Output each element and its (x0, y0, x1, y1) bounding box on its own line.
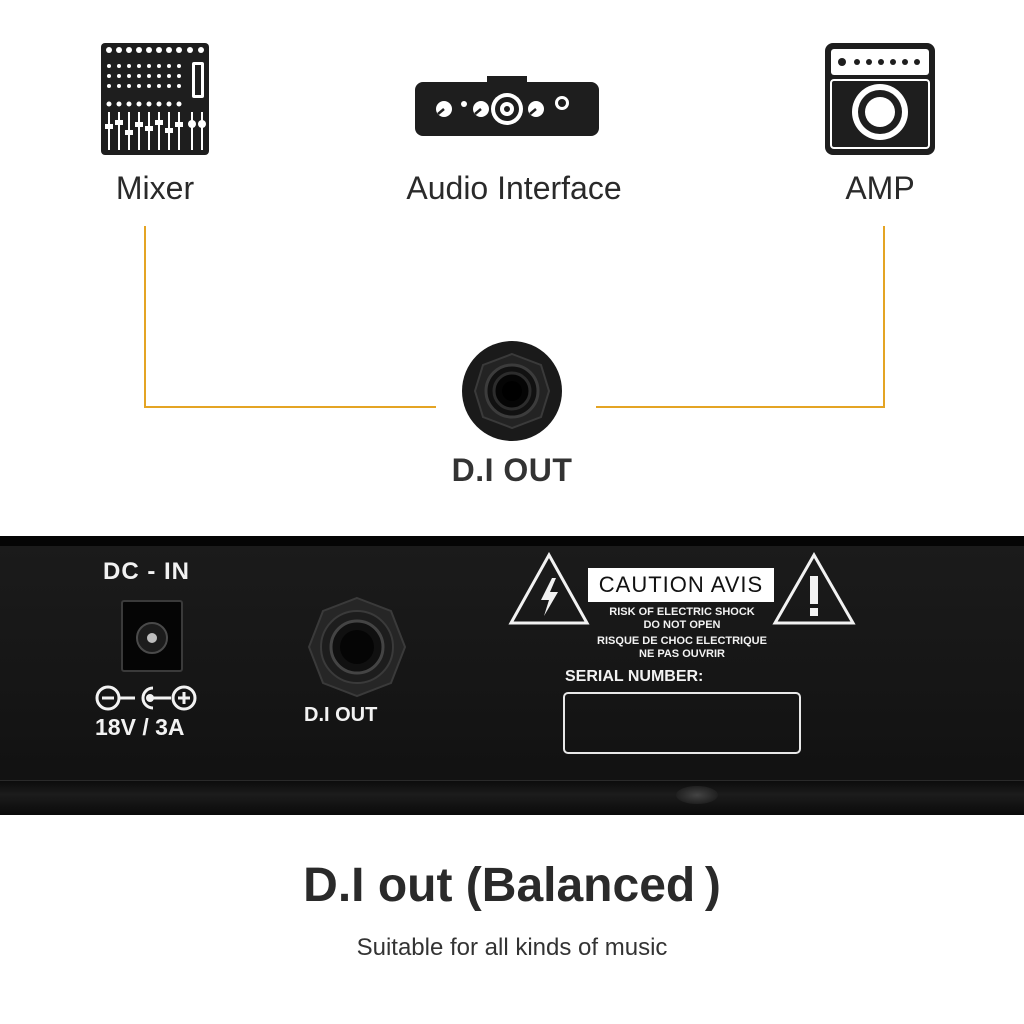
wire-amp-vertical (883, 226, 885, 408)
warning-text-fr-1: RISQUE DE CHOC ELECTRIQUE (597, 635, 767, 647)
dc-in-label: DC - IN (103, 558, 190, 585)
rear-panel: DC - IN 18V / 3A D.I OUT (0, 536, 1024, 815)
panel-di-out-label: D.I OUT (304, 704, 378, 726)
subline: Suitable for all kinds of music (356, 934, 668, 961)
quarter-inch-jack-icon (461, 340, 563, 442)
wire-mixer-horizontal (144, 406, 436, 408)
exclamation-warning-icon (772, 551, 856, 626)
wire-amp-horizontal (596, 406, 885, 408)
headline: D.I out (Balanced ) (303, 859, 721, 912)
audio-interface-label: Audio Interface (406, 170, 622, 206)
wire-mixer-vertical (144, 226, 146, 408)
panel-top-rail (0, 536, 1024, 546)
mixer-label: Mixer (115, 170, 195, 206)
dc-power-socket[interactable] (121, 600, 183, 672)
warning-text-en-1: RISK OF ELECTRIC SHOCK (609, 606, 755, 618)
panel-bottom-rail (0, 780, 1024, 815)
di-out-jack-icon[interactable] (306, 596, 408, 698)
di-out-label: D.I OUT (451, 452, 573, 488)
amp-icon (824, 42, 936, 156)
polarity-icon (95, 683, 205, 713)
serial-number-label: SERIAL NUMBER: (565, 668, 704, 685)
caution-label: CAUTION AVIS (588, 568, 774, 602)
screw-icon (676, 786, 718, 804)
mixer-icon (100, 42, 210, 156)
lightning-warning-icon (508, 551, 590, 626)
serial-number-box (563, 692, 801, 754)
amp-label: AMP (845, 170, 915, 206)
power-rating-label: 18V / 3A (95, 714, 185, 740)
warning-text-en-2: DO NOT OPEN (643, 619, 721, 631)
audio-interface-icon (414, 76, 600, 138)
warning-text-fr-2: NE PAS OUVRIR (639, 648, 725, 660)
